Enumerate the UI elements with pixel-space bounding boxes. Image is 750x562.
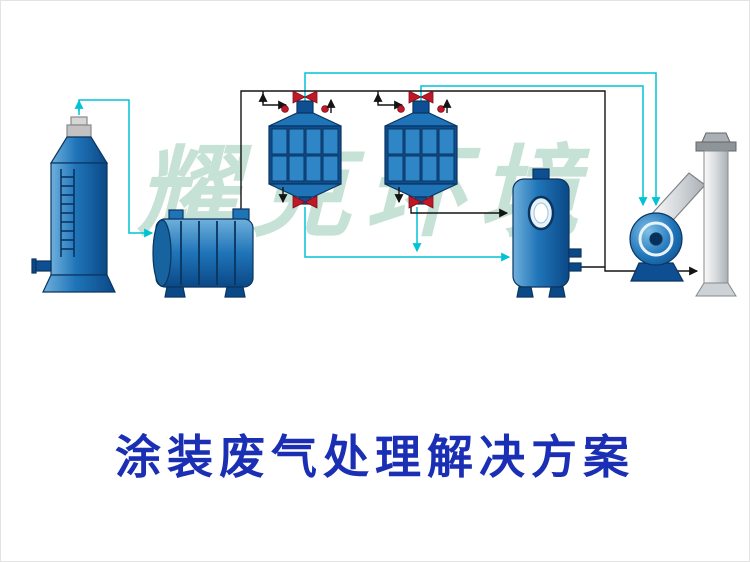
box1-fan-right-icon	[321, 105, 329, 113]
tower-body	[50, 162, 108, 276]
box1-fan-left-icon	[281, 105, 289, 113]
tank-nozzle-right	[232, 208, 250, 221]
tank-foot-right	[224, 286, 246, 298]
pipe-branch-box2	[377, 91, 404, 110]
chimney-crown	[701, 132, 731, 143]
box2-top-valve-right	[420, 90, 434, 104]
tower-skirt	[42, 274, 116, 293]
fan-base	[630, 262, 685, 282]
exhaust-chimney	[695, 132, 737, 297]
box1-stack	[296, 100, 314, 114]
adsorption-box-2	[384, 100, 458, 205]
pipe-box1-to-fan	[304, 72, 661, 207]
tower-inlet-pipe	[34, 260, 52, 272]
tower-ladder	[60, 169, 75, 257]
box2-bottom-hopper	[384, 183, 458, 198]
centrifugal-fan	[629, 212, 685, 282]
box2-top-hopper	[384, 112, 458, 127]
fan-ring	[638, 221, 674, 257]
box2-bottom-valve-right	[420, 195, 434, 209]
box1-top-valve-right	[304, 90, 318, 104]
box1-top-hopper	[268, 112, 342, 127]
pipe-box2-to-fan	[420, 85, 648, 207]
box2-bottom-valve-left	[408, 195, 422, 209]
adsorption-box-1	[268, 100, 342, 205]
fan-hub	[649, 232, 663, 246]
buffer-tank-body	[512, 178, 570, 288]
tank-ribs	[180, 221, 236, 285]
box1-bottom-hopper	[268, 183, 342, 198]
buffer-tank-nozzle	[532, 168, 550, 181]
box1-top-valve-left	[292, 90, 306, 104]
box2-top-valve-left	[408, 90, 422, 104]
tank-left-dome	[152, 219, 172, 287]
chimney-cap	[695, 141, 737, 152]
box2-stack	[412, 100, 430, 114]
buffer-tank-foot-left	[516, 286, 534, 298]
buffer-tank-foot-right	[548, 286, 566, 298]
spray-tower	[31, 116, 116, 293]
chimney-stack	[703, 150, 729, 284]
pipe-branch-box1	[262, 91, 288, 110]
pretreatment-tank	[152, 208, 254, 298]
buffer-tank-pipe-upper	[568, 248, 582, 258]
buffer-tank-pipe-lower	[568, 262, 582, 272]
tower-top-cap	[66, 124, 92, 138]
box2-cells	[387, 128, 455, 182]
buffer-tank-window-glass	[533, 202, 549, 224]
tower-inlet-flange	[31, 258, 37, 274]
box2-fan-right-icon	[437, 105, 445, 113]
box2-fan-left-icon	[397, 105, 405, 113]
flow-arrows-overlay	[258, 92, 452, 204]
box1-bottom-valve-left	[292, 195, 306, 209]
slide-title: 涂装废气处理解决方案	[115, 430, 635, 484]
tank-foot-left	[164, 286, 186, 298]
pipe-box1-drain-to-tank	[304, 207, 511, 262]
pipe-lines-cyan	[74, 72, 661, 262]
buffer-tank	[512, 168, 582, 298]
tower-top-cap-small	[70, 116, 88, 126]
box1-cells	[271, 128, 339, 182]
tower-neck	[49, 136, 109, 164]
valves-red	[281, 90, 445, 209]
chimney-base	[695, 282, 737, 297]
box1-bottom-valve-right	[304, 195, 318, 209]
